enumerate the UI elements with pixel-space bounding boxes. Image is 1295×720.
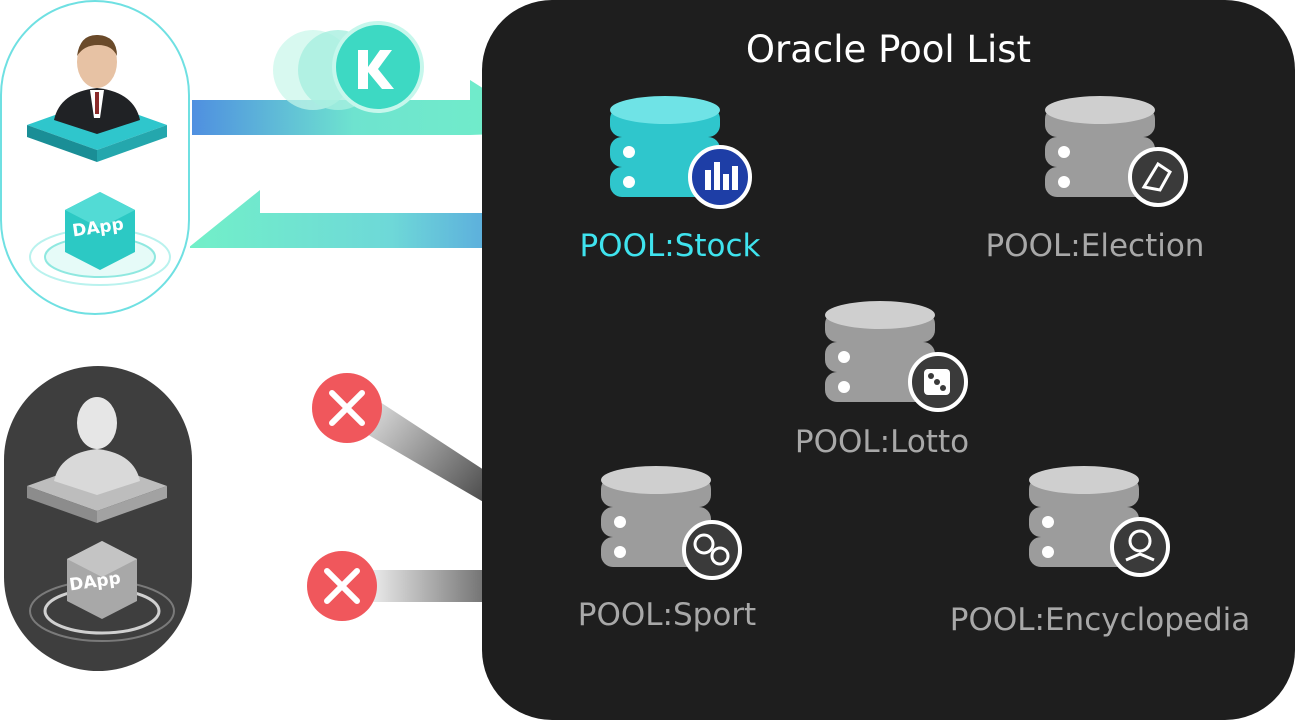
active-user-capsule: DApp (0, 0, 190, 315)
server-stack-gray-icon (825, 301, 968, 412)
vote-hand-icon (1128, 147, 1188, 207)
pool-stock[interactable] (605, 92, 755, 212)
pool-sport-label: POOL:Sport (577, 597, 757, 633)
globe-book-icon (1110, 517, 1170, 577)
pool-encyclopedia-label: POOL:Encyclopedia (949, 602, 1251, 638)
pool-lotto-label: POOL:Lotto (794, 424, 970, 460)
server-stack-icon (610, 96, 752, 209)
pool-election-label: POOL:Election (985, 228, 1205, 264)
user-avatar-icon (27, 34, 167, 162)
server-stack-gray-icon (1029, 466, 1170, 577)
user-avatar-gray-icon (27, 397, 167, 523)
panel-title: Oracle Pool List (745, 28, 1032, 71)
pool-encyclopedia[interactable] (1024, 462, 1174, 582)
reject-x-icon (307, 551, 377, 621)
pool-sport[interactable] (596, 462, 746, 582)
reject-x-icon (312, 373, 382, 443)
server-stack-gray-icon (1045, 96, 1188, 207)
klay-coins-icon (273, 21, 424, 113)
pool-lotto[interactable] (820, 297, 970, 417)
server-stack-gray-icon (601, 466, 742, 580)
pool-election[interactable] (1040, 92, 1190, 212)
dapp-cube-icon (29, 192, 171, 286)
dapp-cube-gray-icon (29, 541, 175, 642)
pool-stock-label: POOL:Stock (579, 228, 761, 264)
inactive-user-capsule: DApp (4, 366, 192, 671)
